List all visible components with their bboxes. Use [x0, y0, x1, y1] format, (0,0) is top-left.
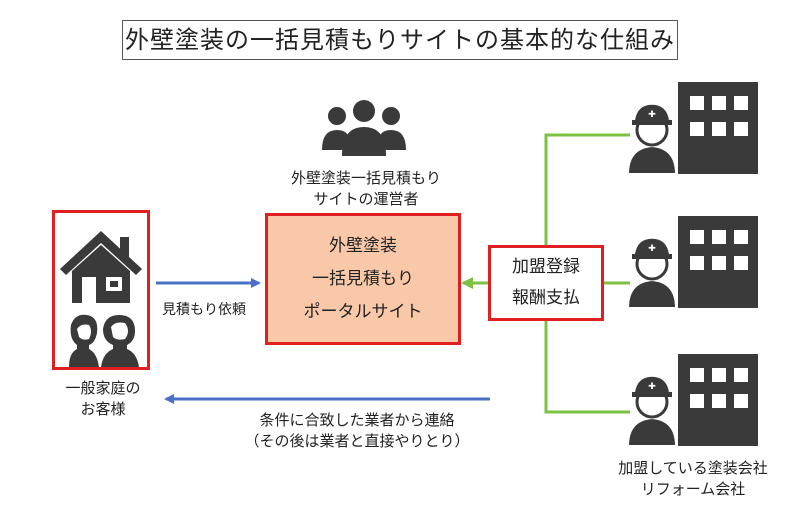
- company-2: ✚: [628, 216, 758, 308]
- worker-icon: ✚: [628, 103, 678, 174]
- request-label: 見積もり依頼: [162, 302, 246, 318]
- customer-box: [52, 210, 150, 370]
- building-icon: [678, 354, 758, 446]
- contact-label: 条件に合致した業者から連絡 （その後は業者と直接やりとり）: [212, 410, 502, 452]
- portal-label-line1: 外壁塗装: [329, 235, 397, 256]
- contact-label-line1: 条件に合致した業者から連絡: [259, 411, 455, 429]
- companies-label-line1: 加盟している塗装会社: [618, 459, 768, 477]
- companies-label: 加盟している塗装会社 リフォーム会社: [590, 458, 796, 500]
- operator-label: 外壁塗装一括見積もり サイトの運営者: [271, 168, 461, 210]
- portal-label-line3: ポータルサイト: [303, 301, 423, 322]
- companies-label-line2: リフォーム会社: [640, 480, 746, 498]
- membership-label: 加盟登録: [512, 257, 580, 277]
- diagram-title: 外壁塗装の一括見積もりサイトの基本的な仕組み: [122, 20, 678, 60]
- people-icon: [322, 100, 406, 156]
- contact-label-line2: （その後は業者と直接やりとり）: [244, 432, 470, 450]
- operator-label-line1: 外壁塗装一括見積もり: [290, 169, 441, 187]
- svg-text:✚: ✚: [648, 244, 656, 254]
- svg-text:✚: ✚: [648, 382, 656, 392]
- family-icon: [69, 314, 139, 367]
- worker-icon: ✚: [628, 237, 678, 308]
- customer-label-line1: 一般家庭の: [65, 379, 141, 397]
- payment-label: 報酬支払: [512, 288, 580, 308]
- operator-label-line2: サイトの運営者: [313, 190, 419, 208]
- company-3: ✚: [628, 354, 758, 446]
- company-1: ✚: [628, 82, 758, 174]
- customer-label: 一般家庭の お客様: [48, 378, 158, 420]
- customer-label-line2: お客様: [80, 400, 126, 418]
- portal-site-box: 外壁塗装 一括見積もり ポータルサイト: [265, 213, 461, 345]
- portal-label-line2: 一括見積もり: [312, 268, 414, 289]
- house-icon: [60, 231, 142, 303]
- membership-payment-box: 加盟登録 報酬支払: [488, 245, 604, 321]
- building-icon: [678, 82, 758, 174]
- worker-icon: ✚: [628, 375, 678, 446]
- building-icon: [678, 216, 758, 308]
- svg-text:✚: ✚: [648, 110, 656, 120]
